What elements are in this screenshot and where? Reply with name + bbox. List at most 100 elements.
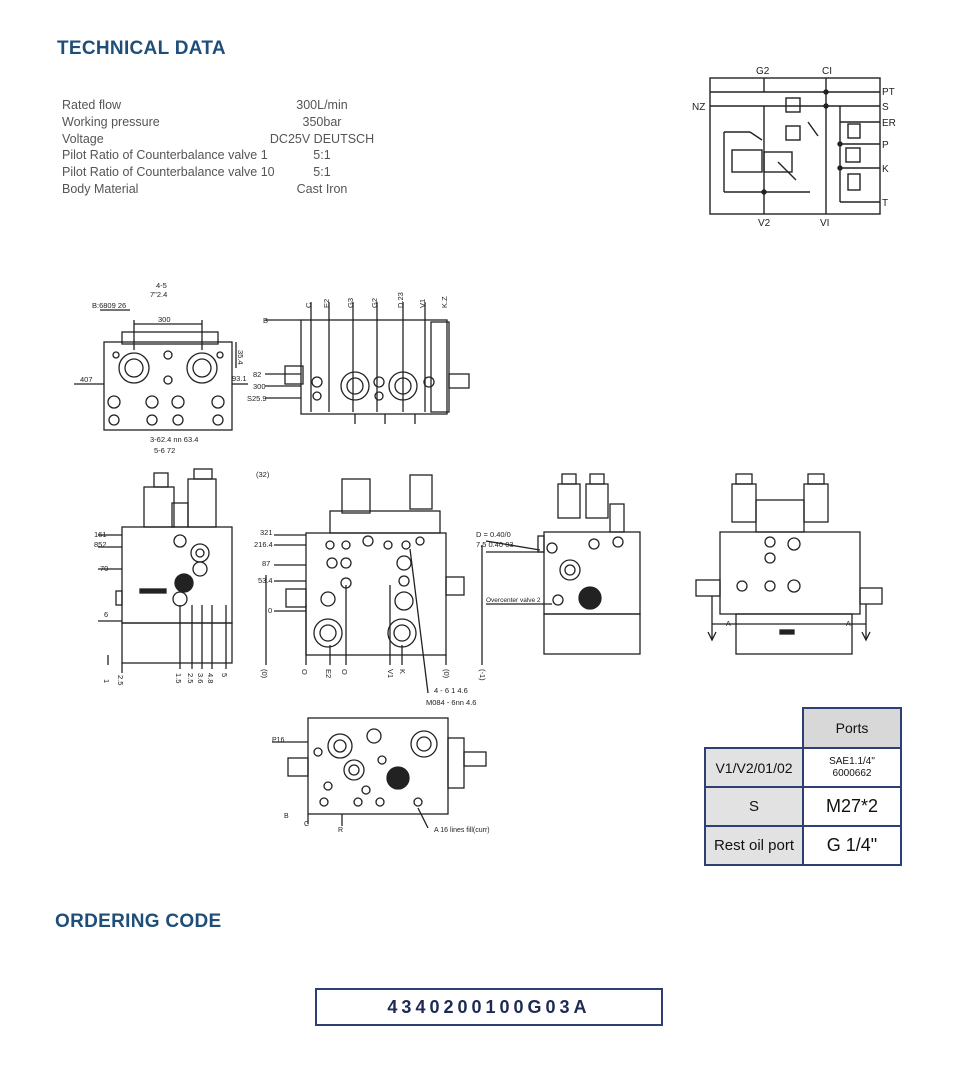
port-spec-cell: SAE1.1/4"6000662 <box>802 747 902 788</box>
dim-label: E2 <box>322 299 331 308</box>
dim-label: 4 - 6 1 4.6 <box>434 686 468 695</box>
ordering-code-title: ORDERING CODE <box>55 911 222 932</box>
spec-label: Rated flow <box>62 98 122 112</box>
spec-label: Body Material <box>62 181 139 196</box>
spec-row: Body Material Cast Iron <box>62 181 382 198</box>
ports-table-corner <box>705 708 803 748</box>
spec-value: 5:1 <box>313 165 331 180</box>
dim-label: 82 <box>253 370 261 379</box>
dim-label: O <box>300 669 309 675</box>
dim-label: 300 <box>158 315 171 324</box>
dim-label: B <box>284 813 289 820</box>
dim-label: C <box>304 302 313 308</box>
port-name-cell: Rest oil port <box>704 825 804 866</box>
dim-label: K.Z <box>440 296 449 308</box>
dim-label: D.23 <box>396 292 405 308</box>
dim-label: 93.1 <box>232 374 247 383</box>
dim-label: D = 0.40/0 <box>476 530 511 539</box>
dim-label: 300 <box>253 382 266 391</box>
dim-label: V1 <box>386 669 395 678</box>
drawing-far-right: A A <box>695 473 883 655</box>
dim-label: (0) <box>260 669 269 679</box>
dim-label: B:6809 26 <box>92 301 126 310</box>
dim-label: 4.8 <box>206 673 215 683</box>
spec-value: 300L/min <box>296 98 348 112</box>
ports-table-header: Ports <box>802 707 902 749</box>
dim-label: P16 <box>272 737 285 744</box>
ports-table-row: Rest oil port G 1/4" <box>704 825 902 866</box>
dim-label: 852 <box>94 540 107 549</box>
dim-label: 35.4 <box>236 350 245 365</box>
spec-value: Cast Iron <box>296 181 348 196</box>
dim-label: 0 <box>268 606 272 615</box>
port-name-cell: S <box>704 786 804 827</box>
dim-label: O <box>340 669 349 675</box>
dim-label: (32) <box>256 470 270 479</box>
dim-label: 53.4 <box>258 576 273 585</box>
spec-row: Pilot Ratio of Counterbalance valve 1 5:1 <box>62 147 382 164</box>
port-a-label: A <box>846 621 851 628</box>
port-spec-cell: M27*2 <box>802 786 902 827</box>
port-a-label: A <box>726 621 731 628</box>
port-g2-label: G2 <box>756 66 770 77</box>
dim-label: M084 - 6nn 4.6 <box>426 698 476 707</box>
spec-label: Pilot Ratio of Counterbalance valve 10 <box>62 165 275 180</box>
spec-label: Voltage <box>62 131 104 146</box>
dim-label: (0) <box>442 669 451 679</box>
port-k-label: K <box>882 164 889 175</box>
dim-label: 216.4 <box>254 540 273 549</box>
dim-label: S25.9 <box>247 394 267 403</box>
port-s-label: S <box>882 102 889 113</box>
port-p-label: P <box>882 140 889 151</box>
dim-label: G2 <box>370 298 379 308</box>
drawing-bottom: P16 B C R A 16 lines fill(curr) <box>272 717 490 834</box>
dim-label: V1 <box>418 299 427 308</box>
port-v2-label: V2 <box>758 218 771 229</box>
port-t-label: T <box>882 198 888 209</box>
drawing-top-left: 4-5 7"2.4 B:6809 26 300 407 35.4 93.1 3-… <box>74 281 248 455</box>
port-ci-label: CI <box>822 66 832 77</box>
spec-value: 350bar <box>302 114 342 129</box>
dim-label: 161 <box>94 530 107 539</box>
dim-label: 5 <box>220 673 229 677</box>
dim-label: 407 <box>80 375 93 384</box>
dim-label: 7.5 0.40 03 <box>476 540 514 549</box>
ordering-code-box: 4340200100G03A <box>315 988 663 1026</box>
drawing-mid-center: (32) 321 216.4 87 53.4 0 (0) O E2 O V1 (… <box>254 470 540 707</box>
port-spec-line: SAE1.1/4" <box>829 755 875 767</box>
dim-label: 3.6 <box>196 673 205 683</box>
spec-value: 5:1 <box>313 148 331 163</box>
ports-table: Ports V1/V2/01/02 SAE1.1/4"6000662 S M27… <box>704 707 902 866</box>
dim-label: 5-6 72 <box>154 446 175 455</box>
technical-data-title: TECHNICAL DATA <box>57 38 226 59</box>
dim-label: R <box>338 827 343 834</box>
dim-label: E2 <box>324 669 333 678</box>
port-er-label: ER <box>882 118 896 129</box>
spec-value: DC25V DEUTSCH <box>269 131 375 146</box>
dim-label: 6 <box>104 610 108 619</box>
drawing-mid-left: 161 852 70 6 1 2.5 1.5 2.5 3.6 4.8 5 <box>94 468 233 685</box>
dim-label: 2.5 <box>116 675 125 685</box>
port-spec-cell: G 1/4" <box>802 825 902 866</box>
port-nz-label: NZ <box>692 102 705 113</box>
dim-label: 3-62.4 nn 63.4 <box>150 435 198 444</box>
dim-label: 1.5 <box>174 673 183 683</box>
dim-label: 321 <box>260 528 273 537</box>
dim-label: C <box>304 821 309 828</box>
dim-label: 87 <box>262 559 270 568</box>
dim-label: 7"2.4 <box>150 290 167 299</box>
dim-label: 70 <box>100 564 108 573</box>
dim-label: 2.5 <box>186 673 195 683</box>
hydraulic-schematic: G2 CI NZ PT S ER P K T V2 VI <box>692 66 896 229</box>
spec-row: Pilot Ratio of Counterbalance valve 10 5:… <box>62 164 382 181</box>
port-vi-label: VI <box>820 218 829 229</box>
dim-label: (-1) <box>478 669 487 681</box>
dim-label: 4-5 <box>156 281 167 290</box>
ports-table-row: S M27*2 <box>704 786 902 827</box>
spec-label: Pilot Ratio of Counterbalance valve 1 <box>62 148 268 163</box>
dim-label: 1 <box>102 679 111 683</box>
dim-label: A 16 lines fill(curr) <box>434 827 490 834</box>
spec-row: Rated flow 300L/min <box>62 97 382 114</box>
